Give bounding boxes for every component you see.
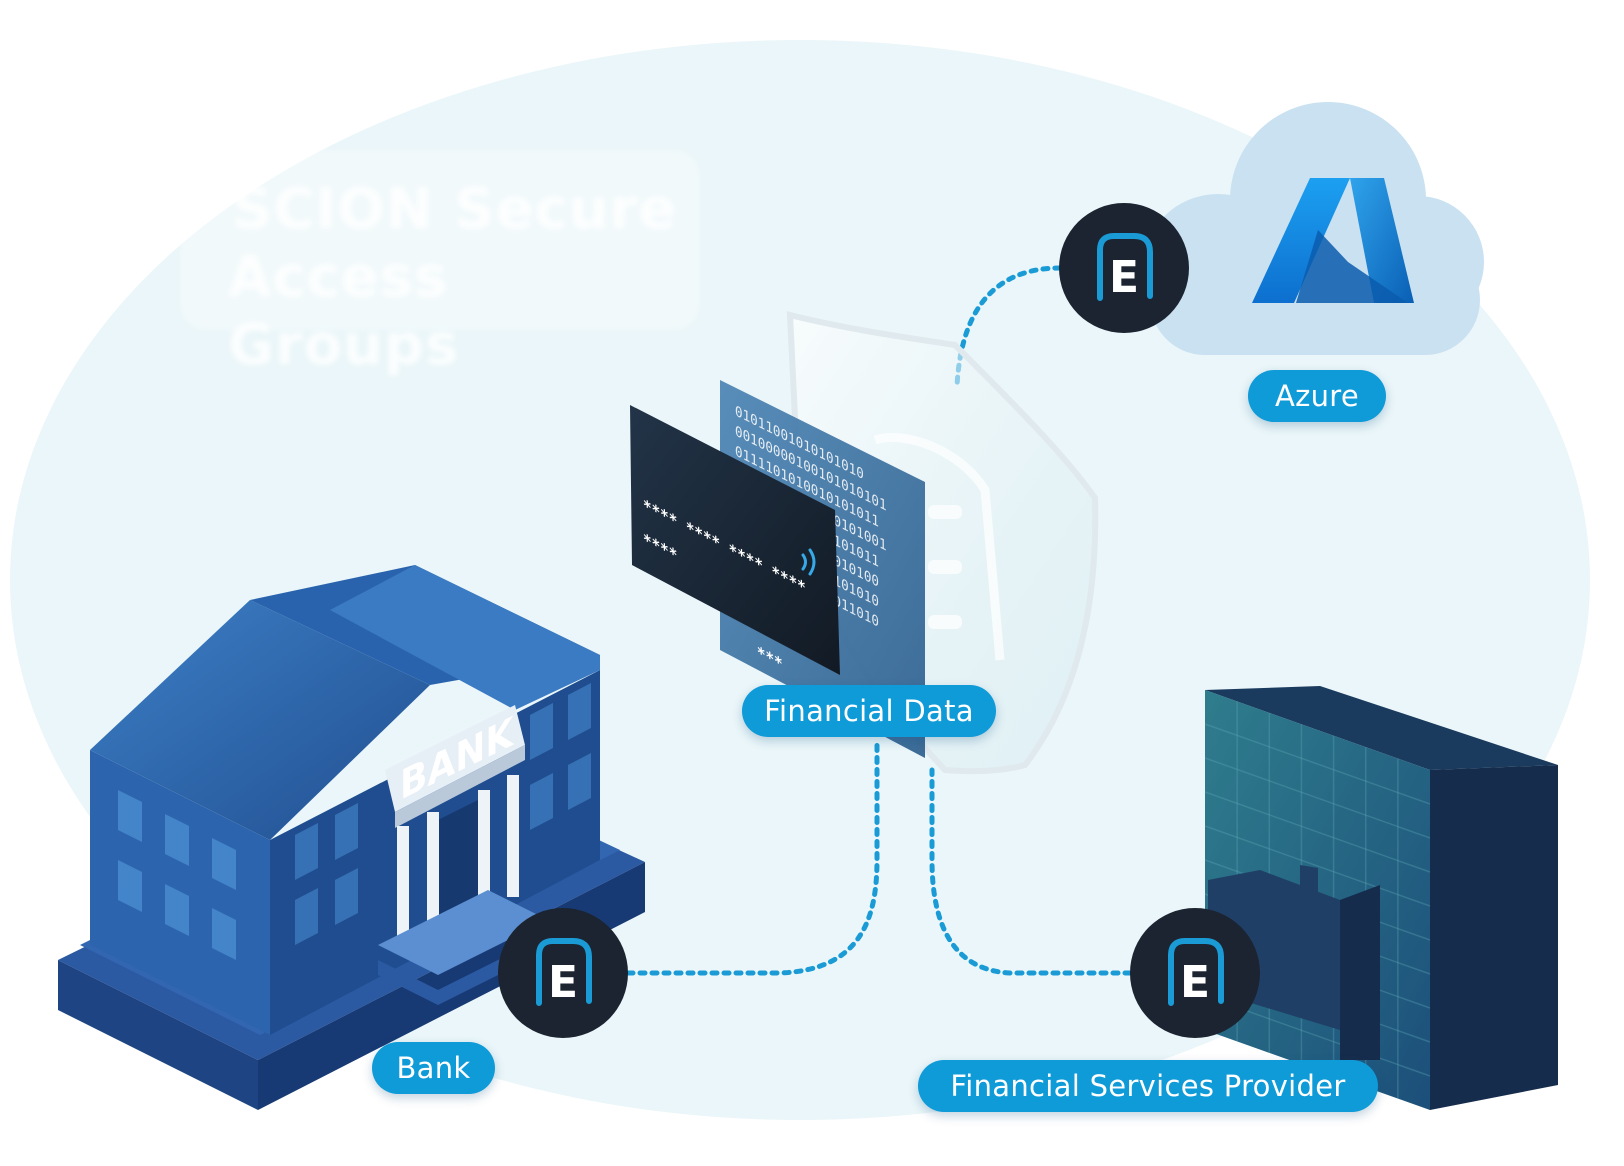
title-line-1: SCION Secure <box>232 177 678 242</box>
scion-logo-icon <box>1168 938 1224 1006</box>
credit-card-icon: **** **** **** **** **** *** <box>630 405 840 675</box>
azure-logo-icon <box>1252 178 1414 303</box>
scion-logo-icon <box>536 938 592 1006</box>
scion-node-azure[interactable]: E <box>1059 203 1189 333</box>
tower-grid-line <box>1204 791 1431 873</box>
scion-logo-icon <box>1097 233 1153 301</box>
node-glyph: E <box>1109 252 1139 303</box>
label-bank: Bank <box>372 1042 495 1094</box>
office-tower <box>1204 686 1558 1110</box>
link-provider <box>929 767 1133 976</box>
tower-grid-line <box>1204 825 1431 907</box>
label-azure: Azure <box>1248 370 1386 422</box>
tower-grid-line <box>1204 757 1431 839</box>
scion-node-bank[interactable]: E <box>498 908 628 1038</box>
label-financial-data: Financial Data <box>742 685 996 737</box>
ghost-title: SCION Secure Access Groups <box>180 150 700 378</box>
link-bank <box>625 737 880 976</box>
node-glyph: E <box>1180 957 1210 1008</box>
label-provider: Financial Services Provider <box>918 1060 1378 1112</box>
title-line-2: Access Groups <box>228 245 460 378</box>
contactless-icon <box>801 548 816 576</box>
tower-grid-line <box>1204 723 1431 805</box>
scion-node-provider[interactable]: E <box>1130 908 1260 1038</box>
node-glyph: E <box>548 957 578 1008</box>
